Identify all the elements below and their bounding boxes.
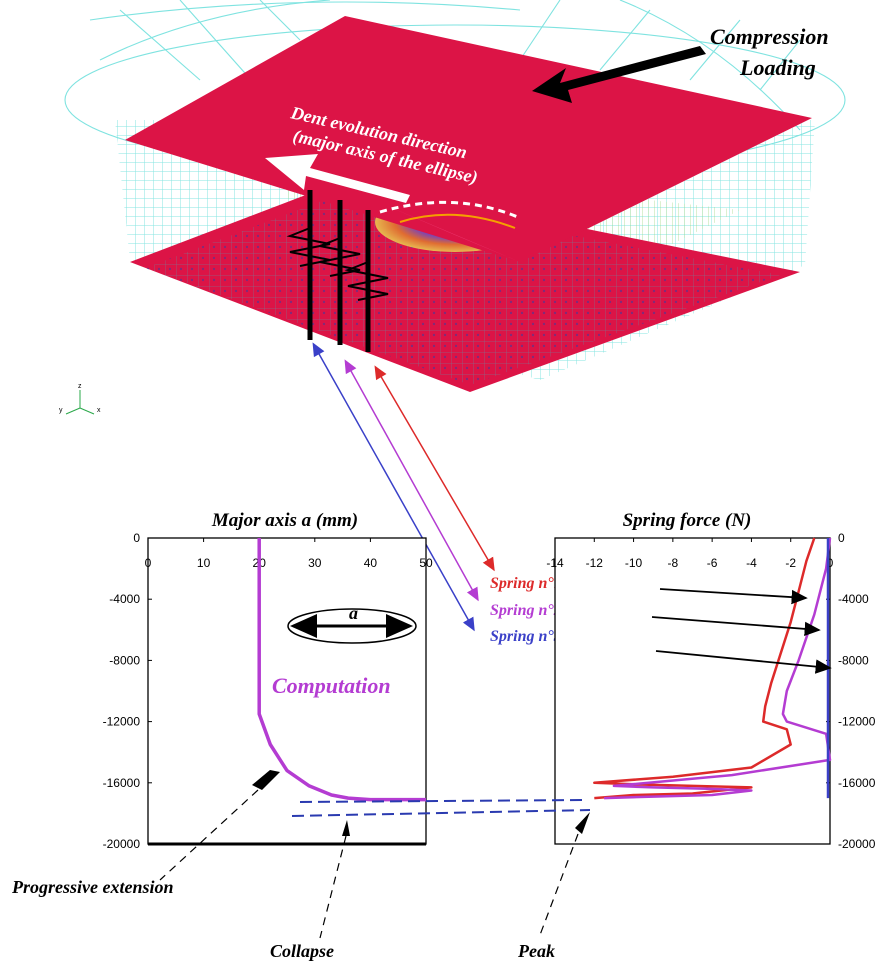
x-tick-label: 0	[145, 556, 152, 570]
x-tick-label: -6	[707, 556, 718, 570]
legend-spring-1: Spring n°1	[490, 575, 562, 592]
x-tick-label: 50	[419, 556, 433, 570]
x-tick-label: -8	[668, 556, 679, 570]
x-tick-label: -4	[746, 556, 757, 570]
x-tick-label: -10	[625, 556, 643, 570]
bottom-annotations: Progressive extension Collapse Peak	[11, 770, 590, 961]
x-tick-label: -12	[586, 556, 604, 570]
x-tick-label: 10	[197, 556, 211, 570]
chart-spring-force: Spring force (N) -14 -12 -10 -8 -6 -4 -2 00 -400…	[546, 510, 875, 851]
x-tick-label: -14	[546, 556, 564, 570]
fe-model-illustration: Dent evolution direction (major axis of …	[59, 0, 846, 415]
y-tick-label: -12000	[838, 715, 876, 729]
y-tick-label: -16000	[103, 776, 141, 790]
y-tick-label: -12000	[103, 715, 141, 729]
collapse-label: Collapse	[270, 941, 334, 961]
peak-label: Peak	[517, 941, 555, 961]
legend-spring-3: Spring n°3	[490, 628, 562, 645]
compression-arrow	[532, 46, 706, 103]
ellipse-inset	[287, 608, 417, 644]
ellipse-axis-label: a	[349, 603, 358, 623]
peak-collapse-connectors	[291, 799, 591, 817]
axis-x-label: x	[97, 407, 101, 414]
x-tick-label: 30	[308, 556, 322, 570]
series-line-1	[593, 537, 816, 800]
y-tick-label: -4000	[838, 592, 869, 606]
progressive-extension-label: Progressive extension	[11, 877, 174, 897]
y-tick-label: -8000	[109, 653, 140, 667]
y-tick-label: -20000	[103, 837, 141, 851]
y-tick-label: 0	[838, 531, 845, 545]
right-chart-title: Spring force (N)	[623, 510, 752, 531]
dent-direction-arrow	[265, 154, 410, 203]
axis-triad	[65, 390, 95, 415]
left-chart-title: Major axis a (mm)	[211, 510, 358, 531]
top-plate	[125, 16, 812, 262]
legend-spring-2: Spring n°2	[490, 602, 562, 619]
compression-label-line1: Compression	[710, 24, 829, 49]
x-tick-label: 40	[364, 556, 378, 570]
axis-y-label: y	[59, 407, 63, 414]
y-tick-label: -20000	[838, 837, 876, 851]
y-tick-label: 0	[133, 531, 140, 545]
x-tick-label: 0	[827, 556, 834, 570]
y-tick-label: -4000	[109, 592, 140, 606]
series-line-2	[604, 537, 832, 800]
x-tick-label: -2	[785, 556, 796, 570]
spring-leader-arrows	[312, 342, 495, 632]
y-tick-label: -8000	[838, 653, 869, 667]
series-line-1	[257, 538, 426, 802]
y-tick-label: -16000	[838, 776, 876, 790]
compression-label-line2: Loading	[739, 55, 816, 80]
computation-label: Computation	[272, 673, 391, 698]
axis-z-label: z	[78, 383, 82, 390]
